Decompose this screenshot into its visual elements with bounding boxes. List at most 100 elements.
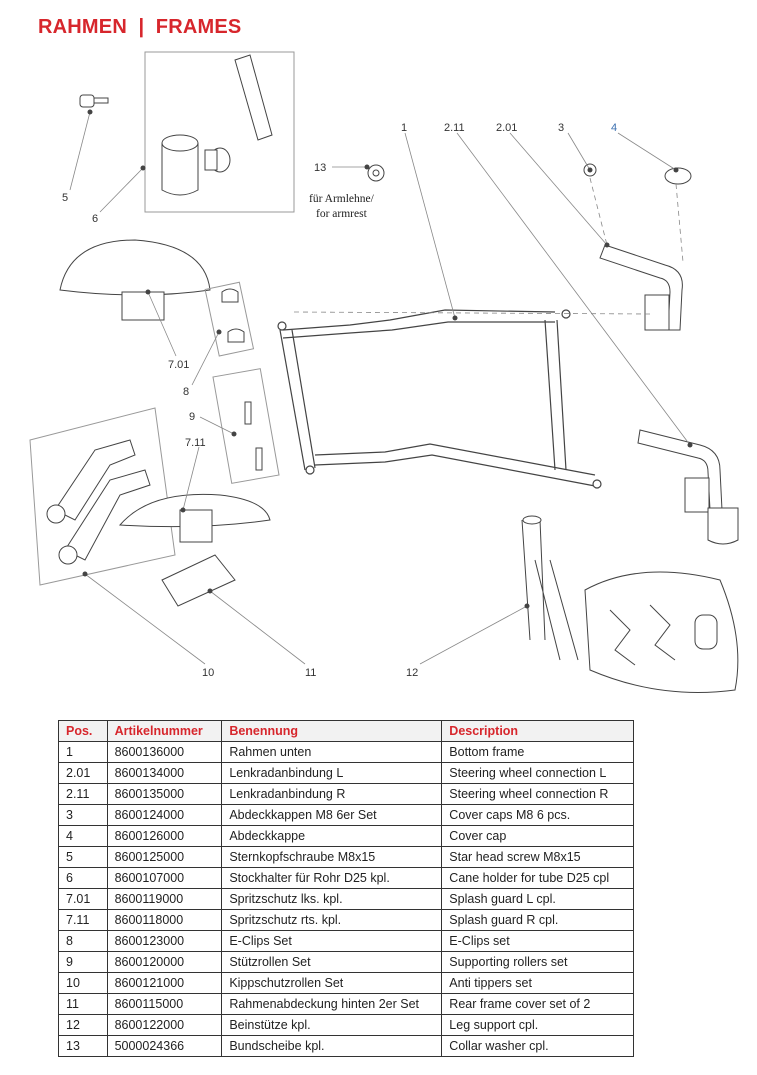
cell-benennung: Abdeckkappe (221, 825, 443, 847)
cell-description: Cane holder for tube D25 cpl (441, 867, 634, 889)
cell-pos: 12 (58, 1014, 108, 1036)
header-article-number: Artikelnummer (106, 720, 223, 742)
cell-benennung: Spritzschutz lks. kpl. (221, 888, 443, 910)
header-pos: Pos. (58, 720, 108, 742)
cell-article-number: 8600121000 (106, 972, 223, 994)
leader-dots (82, 109, 693, 609)
cell-article-number: 8600115000 (106, 993, 223, 1015)
cell-benennung: Abdeckkappen M8 6er Set (221, 804, 443, 826)
cell-article-number: 8600122000 (106, 1014, 223, 1036)
cell-description: Anti tippers set (441, 972, 634, 994)
exploded-parts-diagram: 1 2.11 2.01 3 4 5 6 7.01 7.11 8 9 10 11 … (29, 51, 739, 693)
cell-description: Splash guard R cpl. (441, 909, 634, 931)
cell-description: Cover caps M8 6 pcs. (441, 804, 634, 826)
support-rollers-box (212, 368, 280, 484)
cell-pos: 11 (58, 993, 108, 1015)
cell-article-number: 8600125000 (106, 846, 223, 868)
callout-3: 3 (558, 122, 564, 134)
callout-10: 10 (202, 667, 214, 679)
cell-benennung: Rahmenabdeckung hinten 2er Set (221, 993, 443, 1015)
leg-support-part (521, 515, 739, 693)
cell-article-number: 8600123000 (106, 930, 223, 952)
cell-article-number: 8600107000 (106, 867, 223, 889)
steering-connection-left-part (599, 244, 683, 331)
cell-pos: 7.01 (58, 888, 108, 910)
e-clips-box (204, 281, 255, 357)
cell-benennung: Stützrollen Set (221, 951, 443, 973)
cell-pos: 7.11 (58, 909, 108, 931)
steering-connection-right-part (637, 429, 739, 545)
cell-pos: 6 (58, 867, 108, 889)
cell-description: Cover cap (441, 825, 634, 847)
cell-description: Collar washer cpl. (441, 1035, 634, 1057)
cover-cap-part (664, 167, 692, 185)
cell-article-number: 8600136000 (106, 741, 223, 763)
cell-benennung: Kippschutzrollen Set (221, 972, 443, 994)
washer-part (367, 164, 385, 182)
cell-description: Rear frame cover set of 2 (441, 993, 634, 1015)
cell-pos: 4 (58, 825, 108, 847)
header-benennung: Benennung (221, 720, 443, 742)
cell-pos: 8 (58, 930, 108, 952)
callout-1: 1 (401, 122, 407, 134)
cell-benennung: Spritzschutz rts. kpl. (221, 909, 443, 931)
cell-description: Steering wheel connection L (441, 762, 634, 784)
cell-pos: 3 (58, 804, 108, 826)
cell-pos: 2.11 (58, 783, 108, 805)
callout-6: 6 (92, 213, 98, 225)
callout-7-01: 7.01 (168, 359, 189, 371)
armrest-note-line-2: for armrest (316, 208, 368, 220)
cell-article-number: 8600134000 (106, 762, 223, 784)
cell-article-number: 8600120000 (106, 951, 223, 973)
cell-description: Star head screw M8x15 (441, 846, 634, 868)
cell-description: E-Clips set (441, 930, 634, 952)
cane-holder-group-box (144, 51, 295, 213)
cell-article-number: 8600126000 (106, 825, 223, 847)
callout-labels: 1 2.11 2.01 3 4 5 6 7.01 7.11 8 9 10 11 … (62, 122, 617, 679)
cell-pos: 2.01 (58, 762, 108, 784)
callout-13: 13 (314, 162, 326, 174)
table-header-row: Pos. Artikelnummer Benennung Description (58, 720, 634, 742)
cell-benennung: Lenkradanbindung R (221, 783, 443, 805)
cell-pos: 5 (58, 846, 108, 868)
page-title: RAHMEN | FRAMES (38, 16, 242, 38)
callout-5: 5 (62, 192, 68, 204)
cell-pos: 9 (58, 951, 108, 973)
cell-description: Splash guard L cpl. (441, 888, 634, 910)
cell-pos: 1 (58, 741, 108, 763)
leader-lines (69, 111, 691, 665)
cell-article-number: 8600118000 (106, 909, 223, 931)
cell-article-number: 8600124000 (106, 804, 223, 826)
callout-7-11: 7.11 (185, 437, 206, 449)
cell-article-number: 5000024366 (106, 1035, 223, 1057)
cell-pos: 13 (58, 1035, 108, 1057)
callout-8: 8 (183, 386, 189, 398)
callout-9: 9 (189, 411, 195, 423)
anti-tippers-box (29, 407, 176, 586)
callout-11: 11 (305, 667, 316, 679)
cell-benennung: E-Clips Set (221, 930, 443, 952)
cell-article-number: 8600135000 (106, 783, 223, 805)
cell-benennung: Rahmen unten (221, 741, 443, 763)
splash-guard-left-part (59, 239, 211, 321)
rear-frame-cover-part (161, 554, 236, 607)
cell-description: Bottom frame (441, 741, 634, 763)
cell-benennung: Sternkopfschraube M8x15 (221, 846, 443, 868)
callout-4: 4 (611, 122, 617, 134)
cell-benennung: Stockhalter für Rohr D25 kpl. (221, 867, 443, 889)
cell-pos: 10 (58, 972, 108, 994)
cell-description: Steering wheel connection R (441, 783, 634, 805)
splash-guard-right-part (118, 493, 271, 543)
